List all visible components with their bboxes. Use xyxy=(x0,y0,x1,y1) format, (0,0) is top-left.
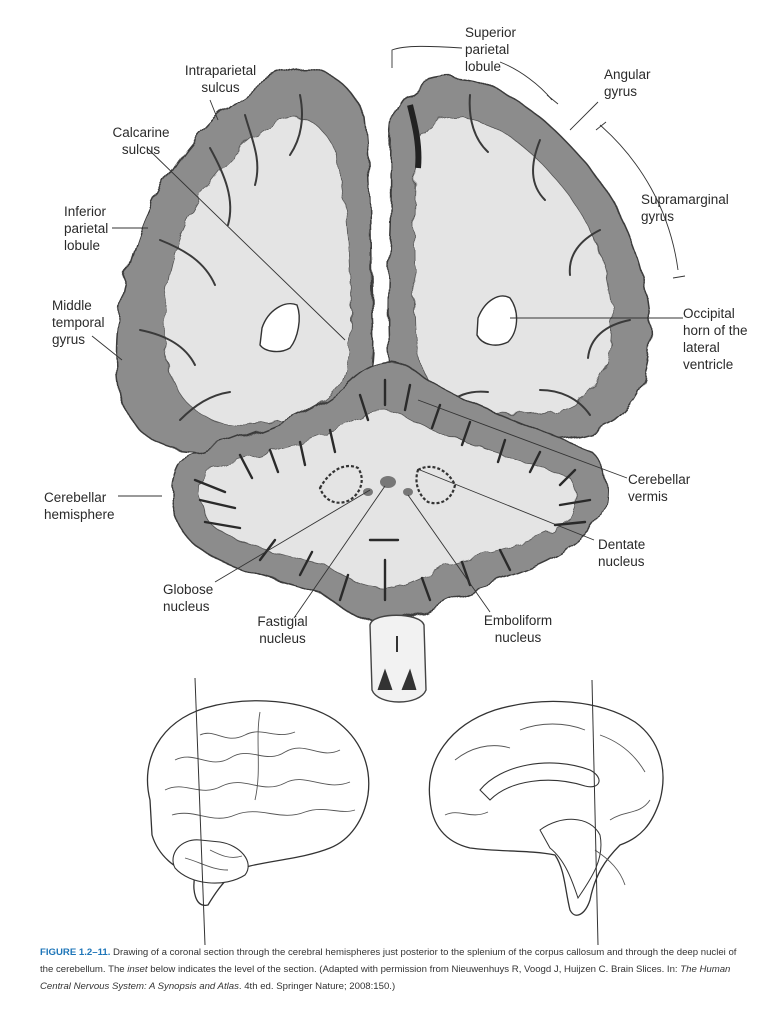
caption-book-title: The Human Central Nervous System: A Syno… xyxy=(40,964,731,992)
label-dentate-nucleus: Dentate nucleus xyxy=(598,537,646,569)
left-dentate-nucleus xyxy=(318,464,363,504)
lateral-brain-inset xyxy=(146,677,370,946)
label-fastigial-nucleus: Fastigial nucleus xyxy=(257,614,308,646)
emboliform-nucleus-shape xyxy=(403,488,413,496)
cerebellum xyxy=(170,361,608,624)
label-calcarine-sulcus: Calcarine sulcus xyxy=(112,125,170,157)
right-cerebral-hemisphere xyxy=(386,75,652,442)
caption-text-3: . 4th ed. Springer Nature; 2008:150.) xyxy=(238,981,396,992)
fastigial-nucleus-shape xyxy=(380,476,396,488)
right-dentate-nucleus xyxy=(415,465,457,505)
caption-text-2: below indicates the level of the section… xyxy=(147,964,681,975)
label-cerebellar-vermis: Cerebellar vermis xyxy=(628,472,691,504)
left-occipital-horn xyxy=(259,303,300,353)
left-cerebral-hemisphere xyxy=(115,68,374,455)
label-occipital-horn: Occipital horn of the lateral ventricle xyxy=(683,306,748,372)
label-inferior-parietal-lobule: Inferior parietal lobule xyxy=(64,204,109,253)
label-emboliform-nucleus: Emboliform nucleus xyxy=(483,613,553,645)
label-globose-nucleus: Globose nucleus xyxy=(163,582,214,614)
caption-inset-word: inset xyxy=(127,964,148,975)
label-cerebellar-hemisphere: Cerebellar hemisphere xyxy=(44,490,115,522)
label-supramarginal-gyrus: Supramarginal gyrus xyxy=(641,192,729,224)
caption-text-1: Drawing of a coronal section through the… xyxy=(40,947,737,975)
figure-caption: FIGURE 1.2–11. Drawing of a coronal sect… xyxy=(40,944,752,995)
figure-number: FIGURE 1.2–11. xyxy=(40,947,111,958)
brainstem-section xyxy=(369,614,427,703)
globose-nucleus-shape xyxy=(363,488,373,496)
label-superior-parietal-lobule: Superior parietal lobule xyxy=(465,25,517,74)
label-angular-gyrus: Angular gyrus xyxy=(604,67,651,99)
label-intraparietal-sulcus: Intraparietal sulcus xyxy=(184,63,257,95)
right-occipital-horn xyxy=(476,295,518,346)
leader-lines xyxy=(91,45,686,619)
label-middle-temporal-gyrus: Middle temporal gyrus xyxy=(52,298,105,347)
midsagittal-brain-inset xyxy=(428,679,664,946)
